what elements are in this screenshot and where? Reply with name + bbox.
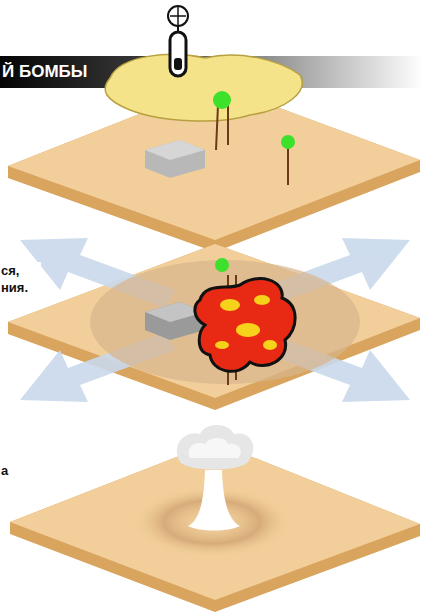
side-text: а [1,462,21,479]
blast-zone [90,258,360,385]
bottom-plate [10,425,420,612]
side-text: ся, ния. [1,262,41,296]
blast-arrows [20,238,410,402]
top-plate [8,54,420,252]
bomb-icon [168,6,188,76]
title-text: Й БОМБЫ [2,62,87,82]
